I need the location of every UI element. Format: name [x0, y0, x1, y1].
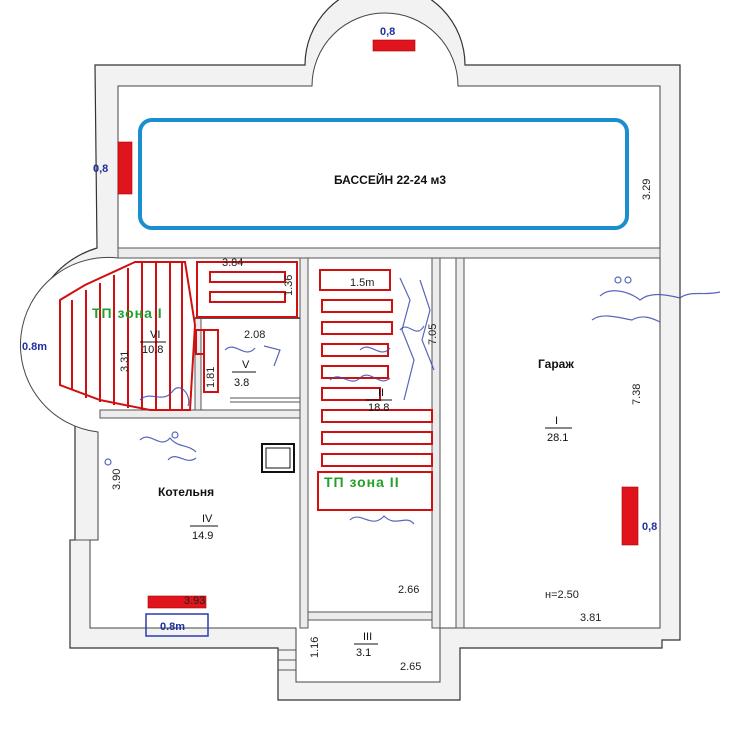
garage-num: I	[555, 415, 558, 427]
garage-dim-v: 7.38	[631, 384, 643, 405]
boiler-dim-h: 3.93	[184, 595, 205, 607]
wc-num: III	[363, 631, 372, 643]
pool-label: БАССЕЙН 22-24 м3	[334, 172, 446, 187]
pool-dim: 3.29	[641, 179, 653, 200]
bath-heater-2	[195, 329, 205, 355]
radiator-top	[372, 39, 416, 52]
zone1-label: ТП зона I	[92, 305, 163, 321]
radiator-pool-left	[117, 141, 133, 195]
garage-name: Гараж	[538, 357, 574, 371]
corr-dim-h: 3.84	[222, 257, 243, 269]
zone2-label: ТП зона II	[324, 474, 400, 490]
sauna-dim-v: 3.31	[119, 351, 131, 372]
radiator-boiler	[147, 595, 207, 609]
window-boiler-frame	[145, 613, 209, 637]
hall-dim-v: 7.05	[427, 324, 439, 345]
boiler-num: IV	[202, 513, 213, 525]
garage-note: н=2.50	[545, 589, 579, 601]
boiler-symbol	[261, 443, 295, 473]
garage-area: 28.1	[547, 432, 568, 444]
wc-dim-v: 1.16	[309, 637, 321, 658]
outer-walls	[19, 0, 681, 701]
bath-num: V	[242, 359, 250, 371]
hall-dim-h: 2.66	[398, 584, 419, 596]
handwritten-notes	[104, 276, 721, 525]
pool-outline	[138, 118, 629, 230]
bath-dim-h: 2.08	[244, 329, 265, 341]
window-pool-left-label: 0,8	[93, 163, 108, 175]
garage-dim-h: 3.81	[580, 612, 601, 624]
window-sauna-label: 0.8m	[22, 341, 47, 353]
entrance-steps	[70, 539, 296, 671]
bath-area: 3.8	[234, 377, 249, 389]
hall-num: II	[378, 387, 384, 399]
window-boiler-label: 0.8m	[160, 621, 185, 633]
boiler-symbol-inner	[265, 447, 291, 469]
bath-dim-v: 1.81	[205, 367, 217, 388]
hall-rad-label: 1.5m	[350, 277, 374, 289]
window-top-label: 0,8	[380, 26, 395, 38]
boiler-name: Котельня	[158, 485, 214, 499]
sauna-num: VI	[150, 329, 160, 341]
sauna-area: 10.8	[142, 344, 163, 356]
bath-heater	[203, 329, 219, 393]
window-garage-label: 0,8	[642, 521, 657, 533]
heating-zone-1	[59, 261, 197, 411]
wc-dim-h: 2.65	[400, 661, 421, 673]
radiator-garage	[621, 486, 639, 546]
boiler-dim-v: 3.90	[111, 469, 123, 490]
heating-corridor	[196, 261, 298, 318]
wc-area: 3.1	[356, 647, 371, 659]
corr-dim-v: 1.36	[283, 275, 295, 296]
boiler-area: 14.9	[192, 530, 213, 542]
hall-area: 18.8	[368, 402, 389, 414]
